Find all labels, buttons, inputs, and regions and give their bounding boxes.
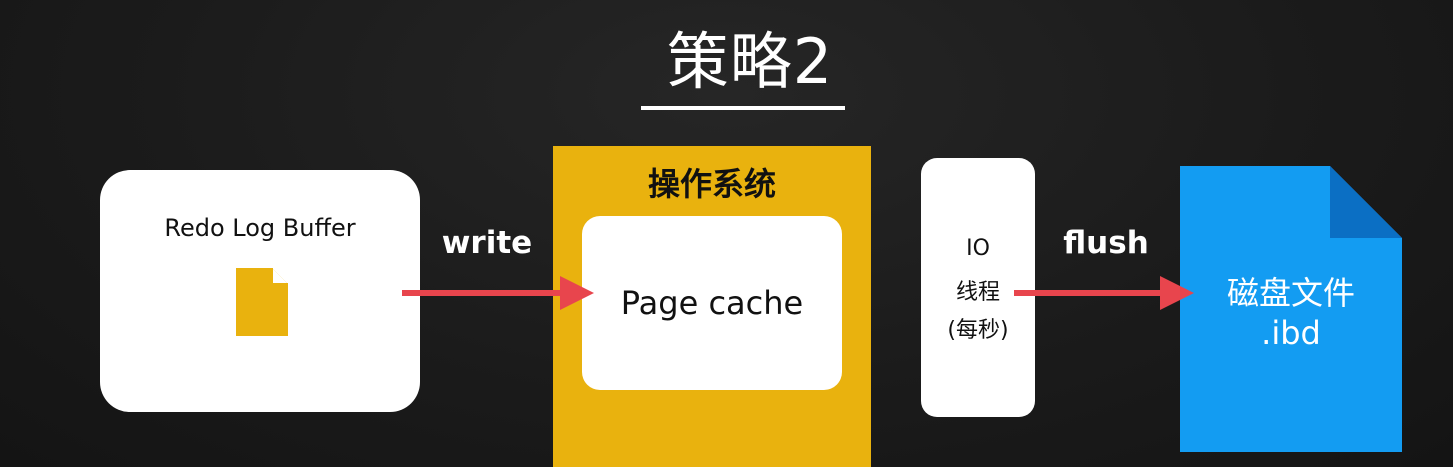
io-thread-line1: IO bbox=[966, 236, 990, 261]
disk-file-extension: .ibd bbox=[1261, 314, 1321, 352]
page-cache-box: Page cache bbox=[582, 216, 842, 390]
disk-file: 磁盘文件 .ibd bbox=[1180, 166, 1402, 452]
title-underline bbox=[641, 106, 845, 110]
disk-file-icon bbox=[1180, 166, 1402, 452]
write-label: write bbox=[441, 225, 533, 261]
io-thread-line3: (每秒) bbox=[947, 318, 1009, 343]
page-cache-label: Page cache bbox=[620, 284, 804, 322]
disk-file-label: 磁盘文件 bbox=[1226, 274, 1355, 312]
os-box: 操作系统 Page cache bbox=[553, 146, 871, 467]
redo-log-buffer-label: Redo Log Buffer bbox=[164, 214, 356, 242]
io-thread-line2: 线程 bbox=[955, 280, 1000, 305]
io-thread-box: IO 线程 (每秒) bbox=[921, 158, 1035, 417]
document-icon bbox=[236, 268, 288, 336]
diagram-title: 策略2 bbox=[666, 25, 834, 98]
flush-label: flush bbox=[1063, 225, 1149, 261]
redo-log-buffer-box: Redo Log Buffer bbox=[100, 170, 420, 412]
os-label: 操作系统 bbox=[647, 165, 776, 203]
flush-arrow bbox=[1014, 276, 1194, 310]
